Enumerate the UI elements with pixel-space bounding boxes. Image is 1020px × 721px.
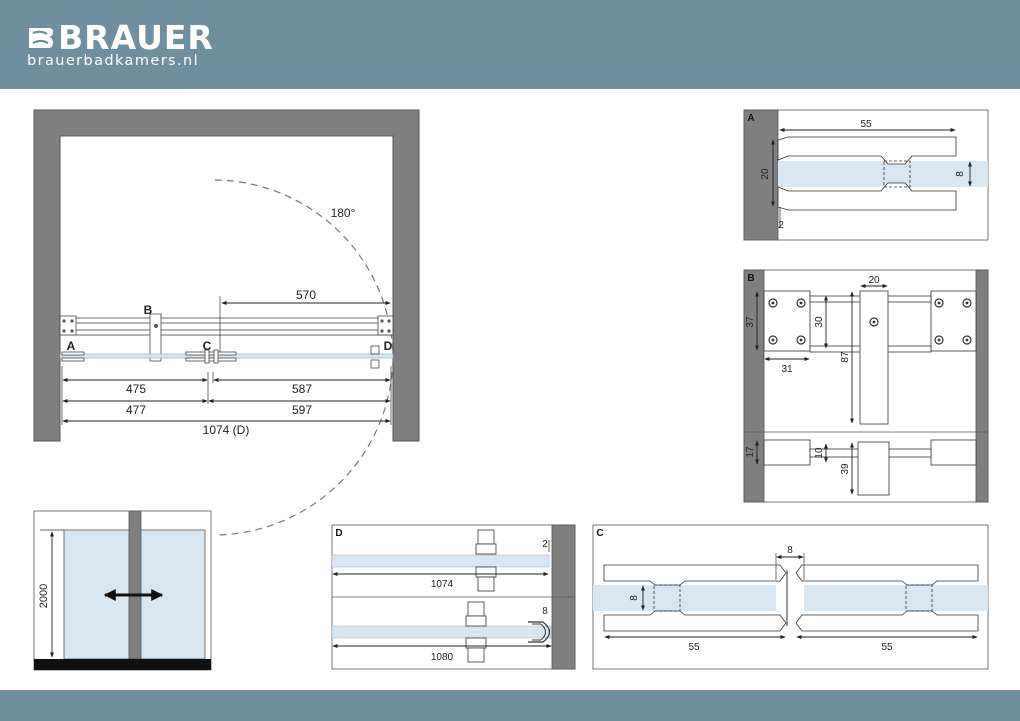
detail-d-glass: 8: [542, 606, 548, 617]
detail-b-d30: 30: [814, 316, 825, 328]
plan-walls: [33, 109, 420, 442]
dim-477: 477: [126, 403, 146, 417]
detail-c-label: C: [596, 528, 603, 539]
angle-label: 180°: [331, 206, 356, 220]
slider-b: [149, 313, 162, 362]
plan-view: 180° A B C D 570: [33, 109, 420, 536]
detail-c: C 8 8 55 55: [592, 524, 989, 670]
header-bar: BRAUER brauerbadkamers.nl: [0, 0, 1020, 89]
detail-c-glass-left: [593, 585, 776, 611]
detail-c-width-right: 55: [881, 642, 893, 653]
detail-c-width-left: 55: [688, 642, 700, 653]
u-profile-icon: [528, 621, 551, 643]
dim-570: 570: [296, 288, 316, 302]
label-a: A: [67, 339, 76, 353]
detail-d-length-top: 1074: [431, 579, 454, 590]
label-b: B: [144, 303, 153, 317]
elevation-view: 2000: [33, 510, 212, 671]
detail-b-label: B: [747, 273, 754, 284]
detail-a: A 55 20 8 2: [743, 109, 989, 241]
detail-a-glass-thickness: 8: [955, 171, 966, 177]
detail-b-d17: 17: [745, 446, 756, 458]
wall-bracket-left: [59, 315, 77, 336]
rail-bottom: [59, 329, 394, 336]
label-d: D: [384, 339, 393, 353]
detail-b: B 20 37 30 87 31: [743, 269, 989, 503]
detail-c-gap: 8: [787, 545, 793, 556]
website-link[interactable]: brauerbadkamers.nl: [27, 53, 200, 69]
detail-b-d31: 31: [781, 364, 793, 375]
footer-bar: [0, 690, 1020, 721]
dim-587: 587: [292, 382, 312, 396]
detail-d: D 2 1074 8 1080: [331, 524, 576, 670]
detail-a-glass: [778, 161, 988, 187]
dim-475: 475: [126, 382, 146, 396]
elevation-post: [128, 510, 142, 660]
detail-c-glass: 8: [629, 595, 640, 601]
detail-c-glass-right: [804, 585, 988, 611]
brauer-logo-icon: [29, 28, 53, 48]
wall-bracket-right: [377, 315, 394, 336]
detail-a-gap: 2: [778, 220, 784, 231]
elevation-floor: [34, 659, 211, 670]
detail-a-height: 20: [760, 168, 771, 180]
detail-b-d37: 37: [745, 316, 756, 328]
detail-d-length-bottom: 1080: [431, 652, 454, 663]
detail-a-label: A: [747, 113, 754, 124]
detail-d-gap: 2: [542, 539, 548, 550]
swing-arc-bottom: [214, 359, 394, 536]
detail-b-d87: 87: [840, 351, 851, 363]
detail-a-width: 55: [860, 119, 872, 130]
label-c: C: [203, 339, 212, 353]
dim-total: 1074 (D): [203, 423, 250, 437]
detail-b-d10: 10: [814, 447, 825, 459]
elevation-height: 2000: [38, 584, 50, 608]
rail-top: [59, 317, 394, 324]
detail-b-d39: 39: [840, 463, 851, 475]
dim-597: 597: [292, 403, 312, 417]
detail-b-d20: 20: [868, 275, 880, 286]
detail-d-label: D: [335, 528, 342, 539]
brand-name: BRAUER: [58, 18, 214, 57]
